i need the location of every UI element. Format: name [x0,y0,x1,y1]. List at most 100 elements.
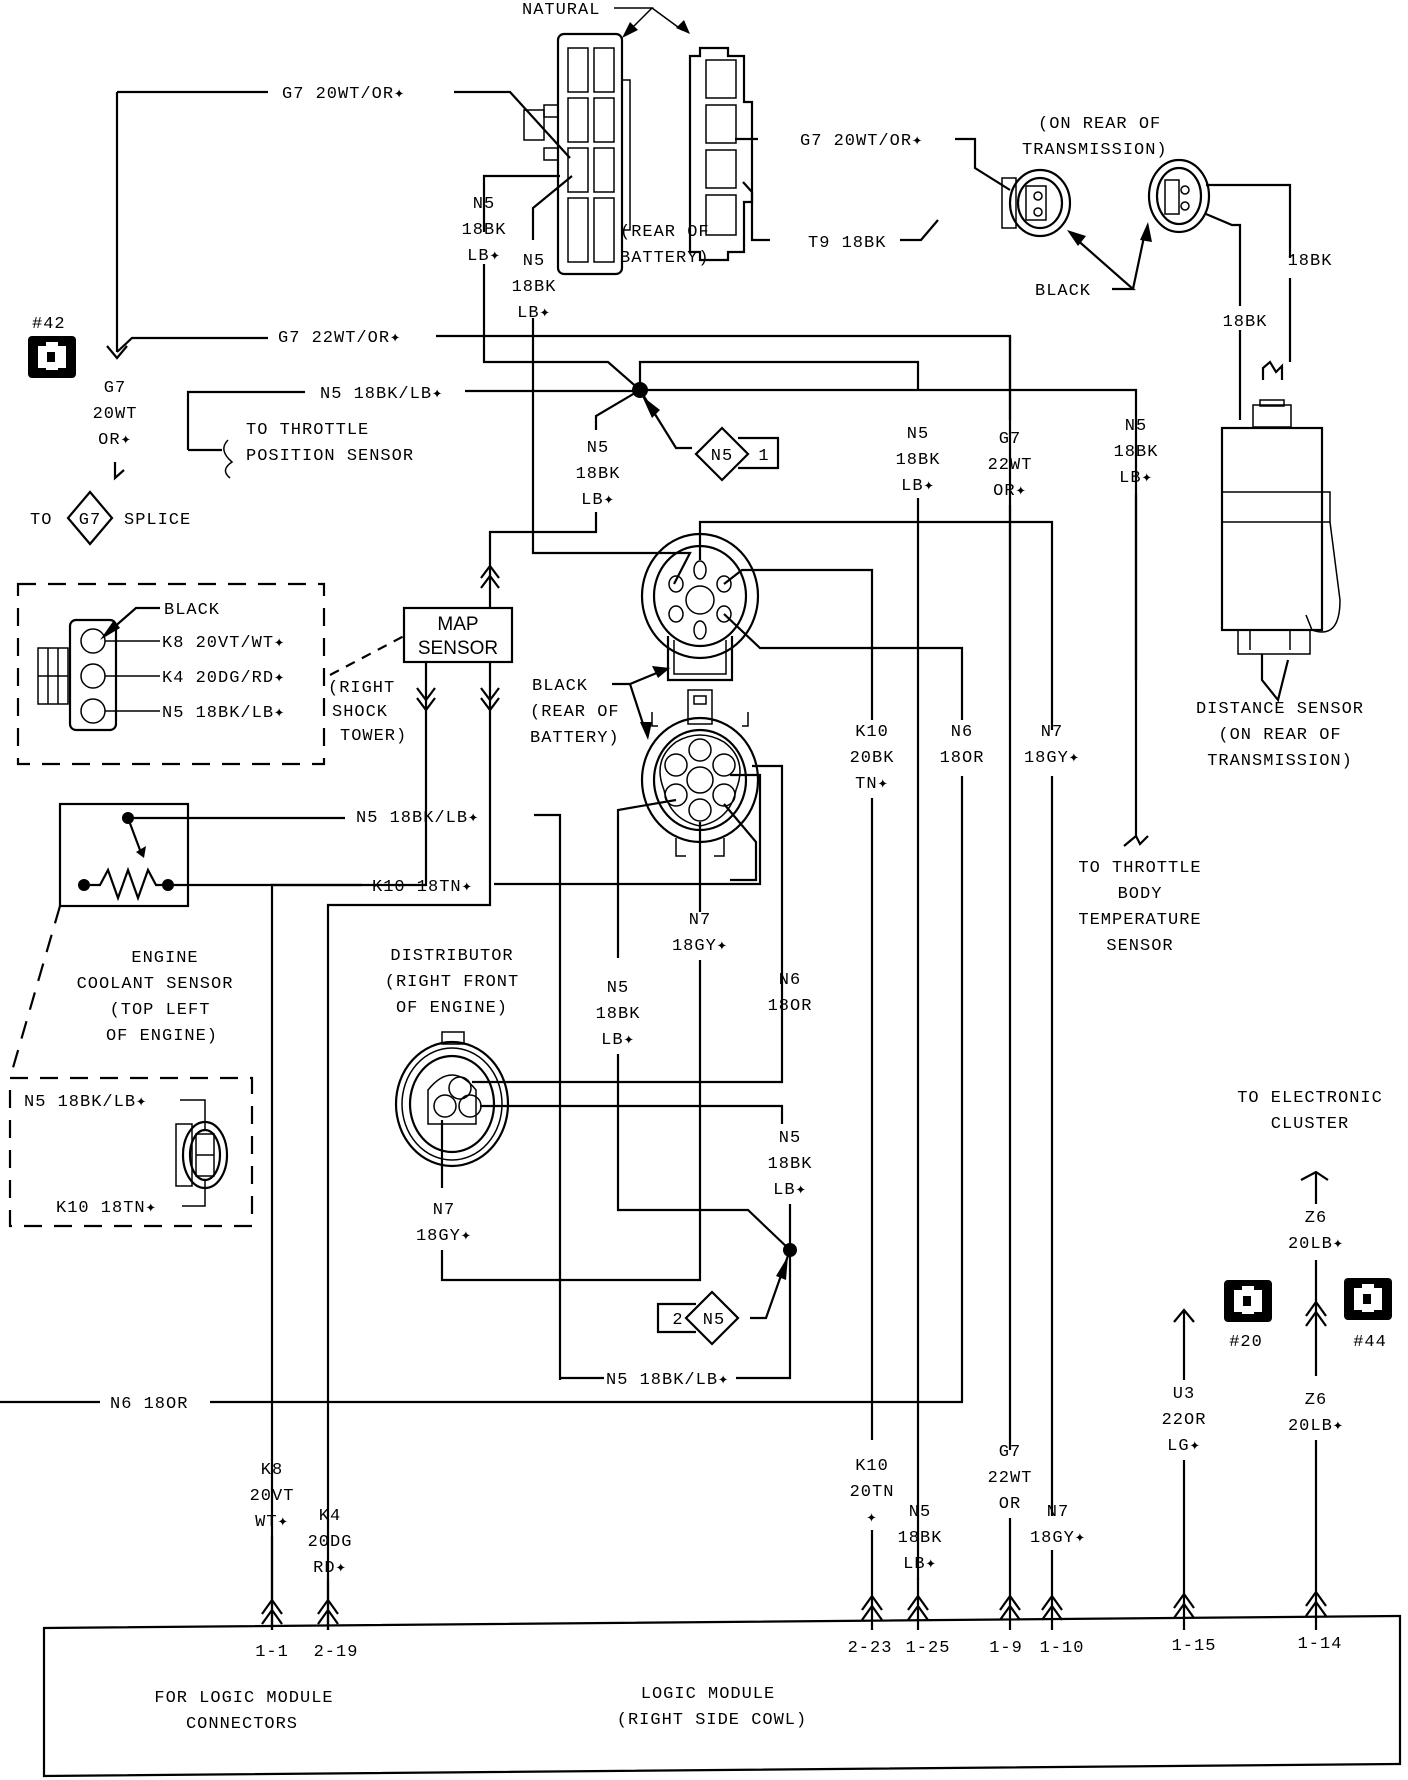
bw-k10-l1: K10 [855,1457,889,1476]
pin-1-25: 1-25 [906,1639,951,1658]
bw-n7-l2: 18GY✦ [1030,1529,1086,1548]
wire-u3-up-arrow [1173,1308,1195,1380]
black-pointer [1074,231,1147,291]
battery-upper-wires [531,318,1054,730]
wire-break-icon [113,462,125,481]
splice-44-label: #44 [1353,1333,1387,1352]
wire-n5-a [482,174,560,232]
splice-n5-2-tab [656,1302,696,1334]
arrow-head-icon [1140,222,1152,242]
map-loc-l3: TOWER) [340,727,407,746]
j1-n5-l1: N5 [587,439,609,458]
coolant-sensor-box [58,802,190,908]
bw-g7-l2: 22WT [988,1469,1033,1488]
bc-n7-l2: 18GY✦ [1024,749,1080,768]
splice-n5-1-num: 1 [758,447,769,466]
g7-stack-l3: OR✦ [98,431,132,450]
arrow-head-icon [1067,230,1086,246]
coolant-callout-line [8,905,62,1079]
to-splice-label: SPLICE [124,511,191,530]
distance-sensor-l1: DISTANCE SENSOR [1196,700,1364,719]
wire-label-g7-22: G7 22WT/OR✦ [278,329,401,348]
arrow-head-icon [640,722,652,740]
bw-n7-l1: N7 [1047,1503,1069,1522]
n5a-l2: 18BK [462,221,507,240]
tps-dest-l2: POSITION SENSOR [246,447,414,466]
coolant-detail-n5: N5 18BK/LB✦ [24,1093,147,1112]
wire-break-icon [1300,1170,1329,1204]
distance-sensor-icon [1220,360,1341,703]
vt-g7-l3: OR✦ [993,482,1027,501]
natural-connector-right [688,46,754,262]
battery-black-l2: (REAR OF [530,703,620,722]
arrow-head-icon [622,22,638,38]
wire-label-g7-20-top: G7 20WT/OR✦ [282,85,405,104]
dist-n6mid-l2: 18OR [768,997,813,1016]
trans-wire-b: 18BK [1223,313,1268,332]
vt-g7-l2: 22WT [988,456,1033,475]
wire-t9 [742,181,939,242]
arrow-head-icon [652,666,670,678]
wire-label-g7-right: G7 20WT/OR✦ [800,132,923,151]
natural-label: NATURAL [522,1,600,20]
bc-n6-l2: 18OR [940,749,985,768]
map-pin-k8: K8 20VT/WT✦ [162,634,285,653]
tb-dest-l2: BODY [1118,885,1163,904]
distributor-l3: OF ENGINE) [396,999,508,1018]
bw-k8-l3: WT✦ [255,1513,289,1532]
pin-2-23: 2-23 [848,1639,893,1658]
bw-n5-l1: N5 [909,1503,931,1522]
wire-n5-junction2 [616,1054,791,1251]
wire-n6-dist [472,1003,784,1084]
splice-n5-1-icon [694,426,750,482]
splice-diamond-icon [66,490,114,546]
coolant-detail-box [8,1076,254,1228]
logic-module-pins: 1-1 2-19 2-23 1-25 1-9 1-10 1-15 1-14 [255,1635,1343,1662]
z6-bot-l2: 20LB✦ [1288,1417,1344,1436]
distance-sensor-l3: TRANSMISSION) [1207,752,1353,771]
connector-arrow-icon [416,687,436,712]
map-black-label: BLACK [164,601,220,620]
j1-n5-l3: LB✦ [581,491,615,510]
coolant-name-l1: ENGINE [131,949,198,968]
rear-battery-line1: (REAR OF [620,223,710,242]
bw-g7-l3: OR [999,1495,1021,1514]
bw-k8-l2: 20VT [250,1487,295,1506]
distributor-l2: (RIGHT FRONT [385,973,519,992]
dist-n5mid-l3: LB✦ [601,1031,635,1050]
coolant-sensor-icon [78,812,174,902]
distance-sensor-l2: (ON REAR OF [1218,726,1341,745]
bw-g7-l1: G7 [999,1443,1021,1462]
to-splice-to: TO [30,511,52,530]
natural-connector-left [523,32,631,276]
wire-n7-loop [440,960,702,1282]
n5b-l1: N5 [523,252,545,271]
wire-break-icon [223,439,234,479]
dist-n5r-l2: 18BK [768,1155,813,1174]
dist-n5mid-l1: N5 [607,979,629,998]
splice-42-label: #42 [32,315,66,334]
z6-bot-l1: Z6 [1305,1391,1327,1410]
splice-20-icon [1224,1280,1272,1322]
bw-k4-l3: RD✦ [313,1559,347,1578]
trans-wire-a: 18BK [1288,252,1333,271]
dist-n7top-l2: 18GY✦ [672,937,728,956]
n5a-l3: LB✦ [467,247,501,266]
wire-label-n5-tps: N5 18BK/LB✦ [320,385,443,404]
pin-2-19: 2-19 [314,1643,359,1662]
splice-n5-1-id: N5 [711,447,733,466]
pin-1-1: 1-1 [255,1643,289,1662]
distributor-connector-icon [394,1031,510,1168]
pin-1-14: 1-14 [1298,1635,1343,1654]
vt-n5a-l3: LB✦ [901,477,935,496]
coolant-detail-k10: K10 18TN✦ [56,1199,157,1218]
connector-arrow-icon [106,345,128,360]
connector-arrow-icon [480,564,500,589]
on-rear-l2: TRANSMISSION) [1022,141,1168,160]
logic-module-box [42,1614,1402,1778]
dist-n7top-l1: N7 [689,911,711,930]
wire-n5-coolant [134,813,562,1380]
splice-n5-1-tab [738,436,780,470]
cluster-dest-l1: TO ELECTRONIC [1237,1089,1383,1108]
